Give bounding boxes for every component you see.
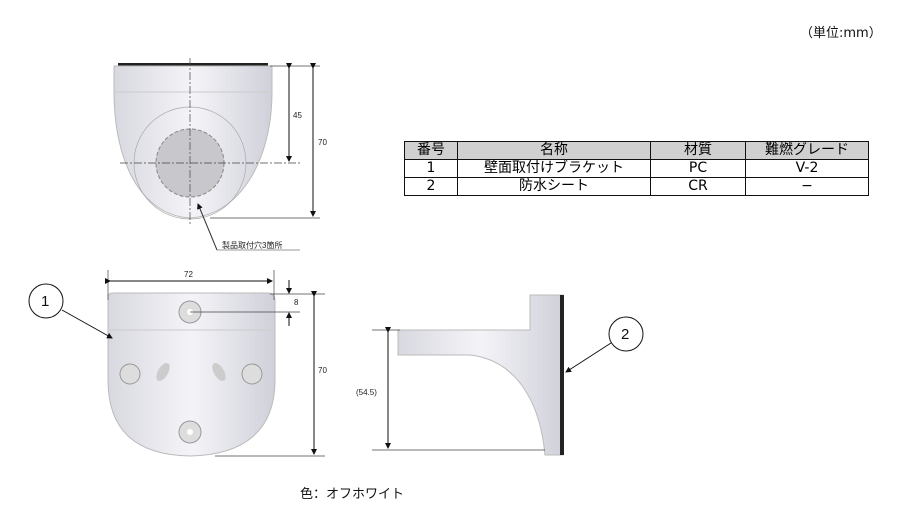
callout-2-circle <box>608 316 644 352</box>
dim-8: 8 <box>294 298 299 307</box>
table-row: 2 防水シート CR − <box>404 177 869 196</box>
table-row: 1 壁面取付けブラケット PC V-2 <box>404 159 869 178</box>
top-view: 45 70 製品取付穴3箇所 <box>113 58 327 251</box>
parts-table: 番号 名称 材質 難燃グレード 1 壁面取付けブラケット PC V-2 2 防水… <box>404 141 869 196</box>
color-note: 色：オフホワイト <box>300 487 405 502</box>
unit-label: （単位:mm） <box>800 26 882 41</box>
dim-72: 72 <box>184 270 193 279</box>
header-material: 材質 <box>650 141 746 160</box>
cell: V-2 <box>745 159 869 178</box>
callout-2: 2 <box>621 326 629 343</box>
dim-70-front: 70 <box>318 366 327 375</box>
cell: PC <box>650 159 746 178</box>
dim-70-top: 70 <box>318 138 327 147</box>
cell: 防水シート <box>457 177 651 196</box>
callout-1: 1 <box>41 293 49 310</box>
mounting-hole-note: 製品取付穴3箇所 <box>222 240 282 250</box>
header-number: 番号 <box>404 141 458 160</box>
header-name: 名称 <box>457 141 651 160</box>
cell: 壁面取付けブラケット <box>457 159 651 178</box>
header-flame-grade: 難燃グレード <box>745 141 869 160</box>
cell: CR <box>650 177 746 196</box>
callout-1-circle <box>28 283 64 319</box>
table-header-row: 番号 名称 材質 難燃グレード <box>404 141 869 160</box>
cell: − <box>745 177 869 196</box>
dim-45: 45 <box>293 111 302 120</box>
front-view: 72 8 70 1 <box>28 270 327 457</box>
dim-54-5: (54.5) <box>356 388 377 397</box>
side-view: (54.5) 2 <box>356 294 644 456</box>
